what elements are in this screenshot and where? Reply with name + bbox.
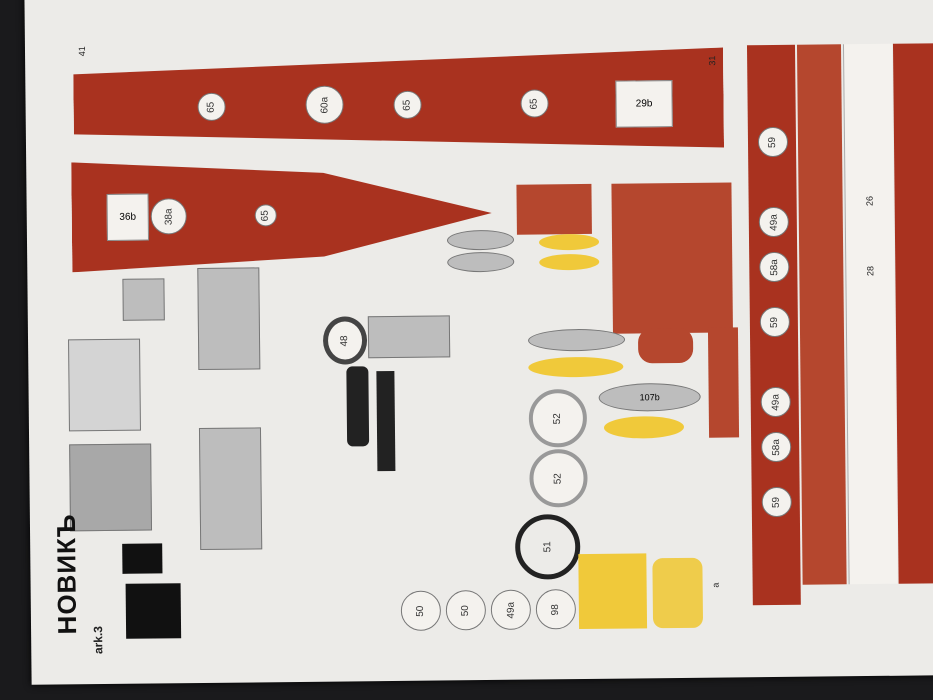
hull-side-strip-white <box>842 43 898 585</box>
part-65b: 65 <box>393 90 422 119</box>
part-34 <box>611 182 733 334</box>
boat-105b-2 <box>447 251 515 273</box>
part-74 <box>198 427 263 551</box>
porthole-58a-2: 58a <box>761 431 792 463</box>
part-50a <box>376 370 396 472</box>
part-36b: 36b <box>106 193 149 241</box>
part-77 <box>125 583 182 639</box>
part-49a: 49a <box>490 589 532 630</box>
part-65d: 65 <box>254 204 277 227</box>
part-label: 31 <box>707 55 718 66</box>
part-yellow-panel <box>578 553 648 630</box>
part-label: a <box>710 582 721 588</box>
boat-107: 107b <box>598 382 701 412</box>
part-label: 41 <box>76 46 88 57</box>
boat-106b <box>527 328 626 352</box>
part-label: 26 <box>864 195 875 207</box>
part-99 <box>197 267 261 371</box>
part-65c: 65 <box>520 89 549 118</box>
boat-105b <box>446 229 515 251</box>
part-52b: 52 <box>529 448 588 508</box>
porthole-59b: 59 <box>759 306 791 338</box>
part-25 <box>652 557 704 629</box>
part-49b: 50 <box>400 590 442 631</box>
part-51: 51 <box>514 514 581 580</box>
part-49a-2: 98 <box>535 589 577 630</box>
part-77a <box>122 543 163 574</box>
hull-side-strip-3 <box>892 43 933 584</box>
part-63 <box>69 443 153 532</box>
part-37 <box>707 327 740 438</box>
boat-107b <box>603 415 685 439</box>
part-38a: 38a <box>150 198 187 235</box>
porthole-49a-2: 49a <box>760 386 791 418</box>
boat-105a-2 <box>539 253 600 271</box>
sheet-title: НОВИКЪ <box>50 513 83 635</box>
porthole-49a: 49a <box>758 206 789 238</box>
part-50: 50 <box>445 590 487 631</box>
part-29a <box>516 183 592 235</box>
sheet-label: ark.3 <box>91 625 106 655</box>
part-39 <box>637 327 694 364</box>
boat-105a <box>538 233 600 251</box>
part-52: 52 <box>528 388 588 448</box>
part-label: 28 <box>865 265 876 277</box>
part-93 <box>122 278 165 321</box>
model-sheet: 65 60a 65 65 29b 41 31 36b 38a 65 107b 5… <box>24 0 933 685</box>
part-48: 48 <box>322 316 368 365</box>
part-65: 65 <box>197 92 226 122</box>
boat-106a <box>528 356 624 378</box>
porthole-59: 59 <box>757 126 789 158</box>
part-60a: 60a <box>305 85 344 124</box>
porthole-58a: 58a <box>759 251 790 283</box>
porthole-59c: 59 <box>761 486 792 518</box>
hull-side-strip-2 <box>796 44 847 585</box>
part-46a <box>346 366 370 447</box>
part-100a <box>367 315 451 359</box>
part-86 <box>68 338 141 432</box>
part-29b: 29b <box>615 80 673 128</box>
